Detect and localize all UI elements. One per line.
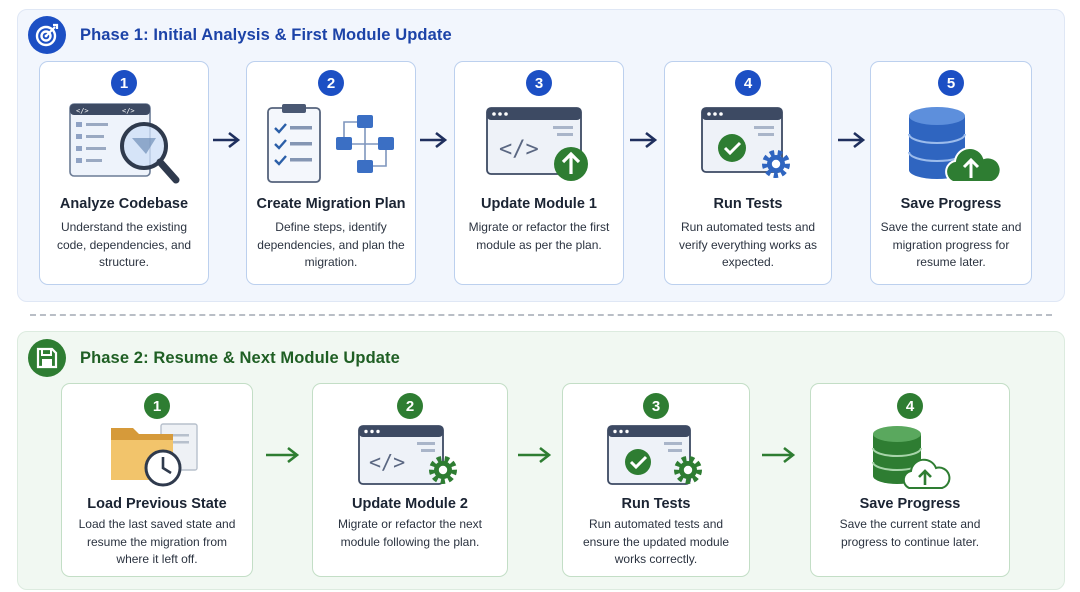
phase2-step-save-progress: 4 Save Progress Save the current state a…	[810, 383, 1010, 577]
phase2-step-update-module-2: 2 </> Update Module 2 Migrate or refacto…	[312, 383, 508, 577]
svg-text:</>: </>	[76, 107, 89, 115]
step-title: Update Module 2	[351, 496, 468, 512]
step-title: Save Progress	[859, 496, 961, 512]
step-title: Load Previous State	[87, 496, 227, 512]
test-window-gear-icon	[698, 106, 798, 191]
step-description: Understand the existing code, dependenci…	[56, 220, 192, 269]
step-title: Run Tests	[713, 196, 783, 212]
step-number-badge: 3	[643, 393, 669, 419]
code-window-gear-icon: </>	[355, 424, 465, 495]
svg-text:</>: </>	[122, 107, 135, 115]
step-description: Load the last saved state and resume the…	[78, 517, 236, 566]
magnifier-over-code-icon: </> </>	[64, 102, 184, 191]
step-description: Migrate or refactor the next module foll…	[337, 517, 483, 549]
phase-1-header: Phase 1: Initial Analysis & First Module…	[28, 16, 452, 54]
step-description: Save the current state and progress to c…	[839, 517, 981, 549]
step-number-badge: 2	[318, 70, 344, 96]
step-title: Save Progress	[900, 196, 1002, 212]
arrow-right-icon	[628, 130, 658, 155]
step-title: Create Migration Plan	[256, 196, 406, 212]
step-number-badge: 3	[526, 70, 552, 96]
phase1-step-save-progress: 5 Save Progress Save the current state a…	[870, 61, 1032, 285]
arrow-right-icon	[516, 445, 552, 470]
checklist-flowchart-icon	[264, 102, 398, 193]
arrow-right-icon	[264, 445, 300, 470]
phase2-step-load-previous-state: 1 Load Previous State Load the last save…	[61, 383, 253, 577]
phase1-step-run-tests: 4 Run Tests Run automated tests and veri…	[664, 61, 832, 285]
step-number-badge: 4	[897, 393, 923, 419]
database-cloud-upload-icon	[867, 422, 953, 497]
arrow-right-icon	[418, 130, 448, 155]
step-number-badge: 1	[111, 70, 137, 96]
step-number-badge: 4	[735, 70, 761, 96]
step-description: Define steps, identify dependencies, and…	[257, 220, 405, 269]
step-number-badge: 1	[144, 393, 170, 419]
step-title: Run Tests	[621, 496, 691, 512]
step-description: Run automated tests and ensure the updat…	[582, 517, 730, 566]
phase-divider	[30, 314, 1052, 316]
test-window-gear-icon	[604, 424, 708, 495]
target-icon	[28, 16, 66, 54]
phase1-step-update-module-1: 3 </> Update Module 1 Migrate or refacto…	[454, 61, 624, 285]
database-cloud-upload-icon	[901, 102, 1002, 193]
phase-1-title: Phase 1: Initial Analysis & First Module…	[80, 25, 452, 44]
folder-clock-icon	[107, 420, 207, 493]
arrow-right-icon	[836, 130, 866, 155]
step-number-badge: 2	[397, 393, 423, 419]
code-window-upload-icon: </>	[483, 106, 595, 189]
phase1-step-analyze-codebase: 1 </> </> Analyze Codebase Understand th…	[39, 61, 209, 285]
step-title: Update Module 1	[480, 196, 597, 212]
floppy-disk-icon	[28, 339, 66, 377]
step-description: Migrate or refactor the first module as …	[468, 220, 610, 252]
step-description: Save the current state and migration pro…	[880, 220, 1022, 269]
phase1-step-create-migration-plan: 2 Create Migration Plan Define steps, id…	[246, 61, 416, 285]
svg-text:</>: </>	[369, 450, 405, 474]
step-number-badge: 5	[938, 70, 964, 96]
step-description: Run automated tests and verify everythin…	[678, 220, 818, 269]
svg-text:</>: </>	[499, 137, 539, 162]
phase-2-header: Phase 2: Resume & Next Module Update	[28, 339, 400, 377]
phase2-step-run-tests: 3 Run Tests Run automated tests and ensu…	[562, 383, 750, 577]
phase-2-title: Phase 2: Resume & Next Module Update	[80, 348, 400, 367]
step-title: Analyze Codebase	[59, 196, 189, 212]
arrow-right-icon	[760, 445, 796, 470]
arrow-right-icon	[211, 130, 241, 155]
